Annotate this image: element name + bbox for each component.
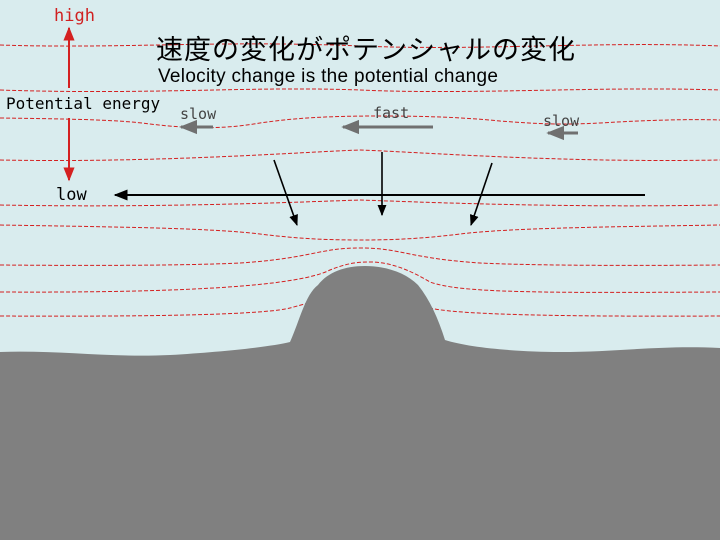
potential-energy-label: Potential energy xyxy=(6,94,161,113)
contour-line xyxy=(0,247,720,266)
contour-line xyxy=(0,43,720,48)
low-label: low xyxy=(56,185,87,205)
force-arrows xyxy=(273,152,493,227)
velocity-label-center: fast xyxy=(373,104,410,122)
terrain xyxy=(0,266,720,540)
force-arrow-right xyxy=(469,162,493,227)
contour-line xyxy=(0,224,720,241)
title-english: Velocity change is the potential change xyxy=(158,66,499,87)
contour-line xyxy=(0,199,720,207)
title-japanese: 速度の変化がポテンシャルの変化 xyxy=(156,35,576,66)
velocity-arrows xyxy=(179,119,578,141)
force-arrow-left xyxy=(273,159,298,227)
contour-line xyxy=(0,261,720,293)
contour-line xyxy=(0,149,720,162)
contour-line xyxy=(0,88,720,93)
velocity-label-left: slow xyxy=(180,105,217,123)
contour-lines xyxy=(0,43,720,317)
velocity-label-right: slow xyxy=(543,112,580,130)
high-label: high xyxy=(54,6,95,26)
contour-line xyxy=(0,115,720,129)
